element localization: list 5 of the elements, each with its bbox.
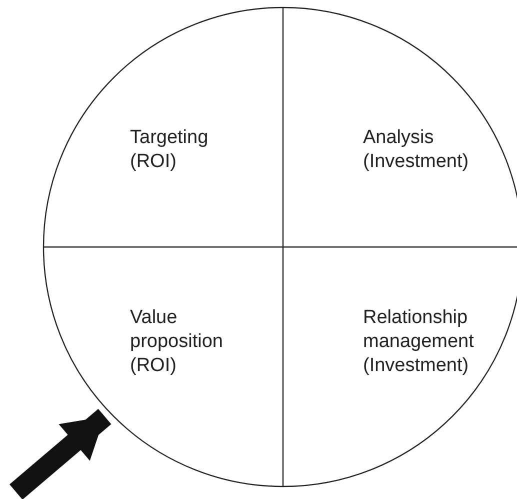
- arrow: [10, 408, 112, 499]
- quadrant-label: Value proposition (ROI): [130, 306, 224, 378]
- quadrant-label: Relationship management (Investment): [363, 306, 475, 378]
- quadrant-label: Targeting (ROI): [130, 126, 210, 174]
- quadrant-label: Analysis (Investment): [363, 126, 470, 174]
